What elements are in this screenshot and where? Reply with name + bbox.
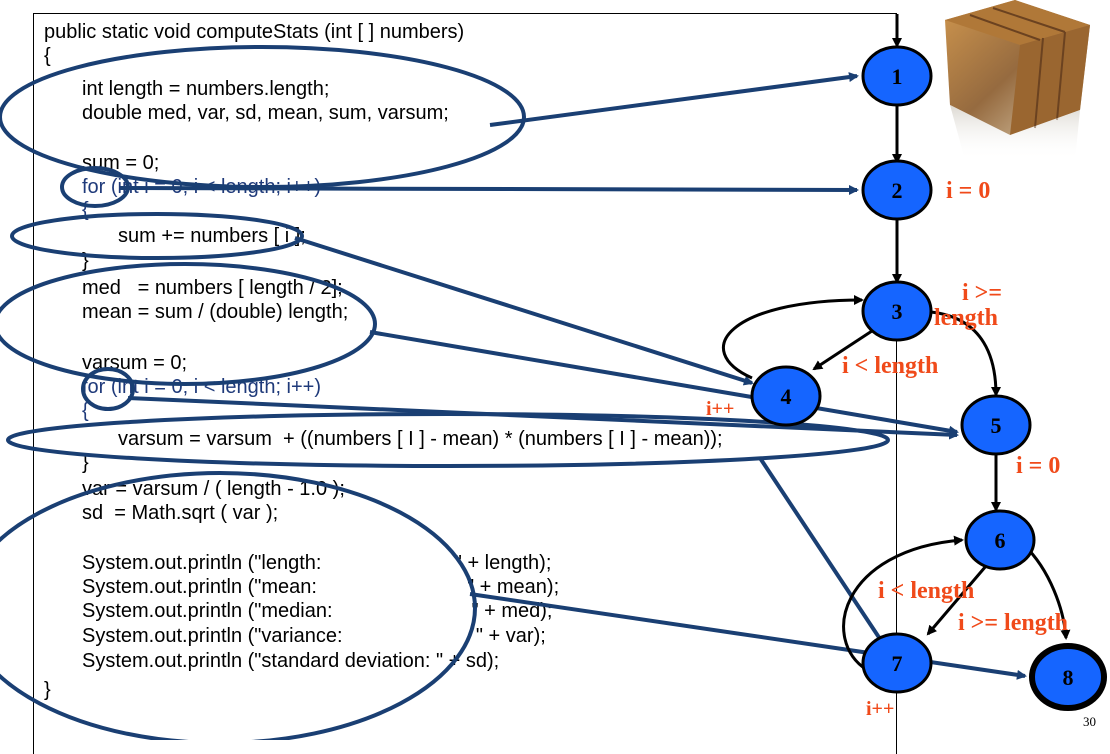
code-line: System.out.println ("standard deviation:… — [82, 650, 500, 672]
code-line: sd = Math.sqrt ( var ); — [82, 502, 279, 524]
svg-text:8: 8 — [1063, 665, 1074, 690]
svg-text:7: 7 — [892, 651, 903, 676]
map-arrow-2 — [119, 184, 859, 195]
ellipse-output — [0, 471, 477, 740]
edge-3-4 — [812, 325, 879, 371]
label-i-ge-length-b: length — [934, 305, 998, 331]
svg-text:5: 5 — [991, 413, 1002, 438]
node-5[interactable]: 5 — [960, 394, 1032, 456]
code-line: int length = numbers.length; — [82, 78, 330, 100]
label-i-lt-length-first: i < length — [842, 353, 938, 379]
code-line: { — [82, 199, 89, 221]
svg-text:1: 1 — [892, 64, 903, 89]
label-i-ge-length-a: i >= — [962, 280, 1002, 306]
node-3[interactable]: 3 — [861, 280, 933, 342]
code-line: System.out.println ("median: " + med); — [82, 600, 553, 622]
code-line: } — [44, 679, 51, 701]
code-line: double med, var, sd, mean, sum, varsum; — [82, 102, 449, 124]
map-arrow-7 — [758, 456, 890, 653]
map-arrow-8 — [469, 592, 1027, 680]
code-line: } — [82, 250, 89, 272]
node-2[interactable]: 2 — [861, 159, 933, 221]
code-line: System.out.println ("length: " + length)… — [82, 552, 552, 574]
label-i-inc-first: i++ — [706, 398, 734, 420]
svg-text:6: 6 — [995, 528, 1006, 553]
edge-7-6 — [842, 535, 964, 672]
svg-text:3: 3 — [892, 299, 903, 324]
node-1[interactable]: 1 — [861, 45, 933, 107]
label-i-eq-0-second: i = 0 — [1016, 453, 1060, 479]
node-4[interactable]: 4 — [750, 365, 822, 427]
ellipse-for-init-1 — [60, 166, 130, 208]
cfg-nodes: 1 2 3 4 5 6 7 — [750, 45, 1107, 711]
code-line: System.out.println ("variance: " + var); — [82, 625, 546, 647]
label-i-inc-second: i++ — [866, 698, 894, 720]
label-i-eq-0-first: i = 0 — [946, 178, 990, 204]
edge-6-7 — [926, 565, 988, 636]
code-line: mean = sum / (double) length; — [82, 301, 349, 323]
ellipse-for-init-2 — [81, 367, 135, 411]
edge-3-5 — [930, 310, 1001, 397]
map-arrow-1 — [489, 72, 859, 127]
map-arrow-5 — [369, 330, 959, 436]
cfg-edges — [722, 14, 1071, 672]
code-line: varsum = 0; — [82, 352, 188, 374]
code-line: System.out.println ("mean: " + mean); — [82, 576, 560, 598]
node-8[interactable]: 8 — [1029, 643, 1107, 711]
node-6[interactable]: 6 — [964, 509, 1036, 571]
code-line: public static void computeStats (int [ ]… — [44, 21, 465, 43]
map-arrow-4 — [294, 236, 754, 386]
ellipse-med-mean — [0, 262, 377, 386]
svg-text:4: 4 — [781, 384, 792, 409]
edge-labels: i = 0 i >= length i < length i++ i = 0 i… — [706, 178, 1068, 720]
ellipse-sum-statement — [10, 212, 304, 260]
label-i-ge-length-second: i >= length — [958, 610, 1068, 636]
mapping-arrows — [119, 72, 1027, 680]
code-line: varsum = varsum + ((numbers [ I ] - mean… — [118, 428, 723, 450]
ellipse-declarations — [0, 45, 526, 189]
rubiks-cube-icon — [945, 0, 1090, 160]
code-line: med = numbers [ length / 2]; — [82, 277, 343, 299]
map-arrow-5b — [127, 396, 959, 440]
edge-4-3 — [722, 295, 864, 380]
label-i-lt-length-second: i < length — [878, 578, 974, 604]
node-7[interactable]: 7 — [861, 632, 933, 694]
code-line: } — [82, 452, 89, 474]
svg-text:2: 2 — [892, 178, 903, 203]
code-line: { — [44, 45, 51, 67]
code-line: { — [82, 400, 89, 422]
page-number: 30 — [1083, 714, 1096, 729]
ellipse-varsum-statement — [6, 412, 890, 468]
